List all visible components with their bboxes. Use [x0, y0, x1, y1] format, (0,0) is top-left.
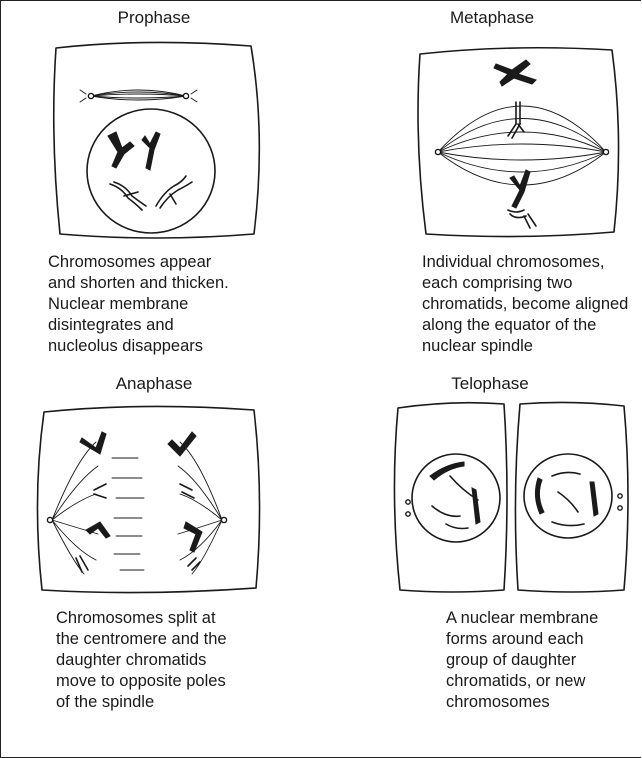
- metaphase-description: Individual chromosomes, each comprising …: [422, 252, 628, 357]
- metaphase-title: Metaphase: [382, 8, 602, 28]
- prophase-cell-illustration: [46, 36, 276, 246]
- anaphase-chromatids: [76, 432, 202, 572]
- telophase-centrioles: [406, 494, 622, 516]
- anaphase-cell-illustration: [32, 402, 262, 596]
- anaphase-cell-membrane: [37, 406, 259, 592]
- prophase-nucleus: [87, 109, 215, 233]
- prophase-spindle-fibers: [91, 90, 186, 100]
- anaphase-title: Anaphase: [44, 374, 264, 394]
- telophase-chromosomes: [430, 462, 598, 529]
- telophase-description: A nuclear membrane forms around each gro…: [446, 608, 598, 713]
- prophase-chromosomes: [108, 132, 192, 210]
- anaphase-spindle-fibers: [52, 442, 222, 574]
- metaphase-spindle-fibers: [438, 106, 606, 185]
- anaphase-description: Chromosomes split at the centromere and …: [56, 608, 227, 713]
- prophase-title: Prophase: [44, 8, 264, 28]
- telophase-right-cell: [515, 402, 628, 592]
- prophase-description: Chromosomes appear and shorten and thick…: [48, 252, 229, 357]
- telophase-cell-illustration: [392, 396, 632, 596]
- metaphase-centrioles: [435, 149, 608, 154]
- metaphase-cell-illustration: [412, 40, 632, 240]
- telophase-title: Telophase: [380, 374, 600, 394]
